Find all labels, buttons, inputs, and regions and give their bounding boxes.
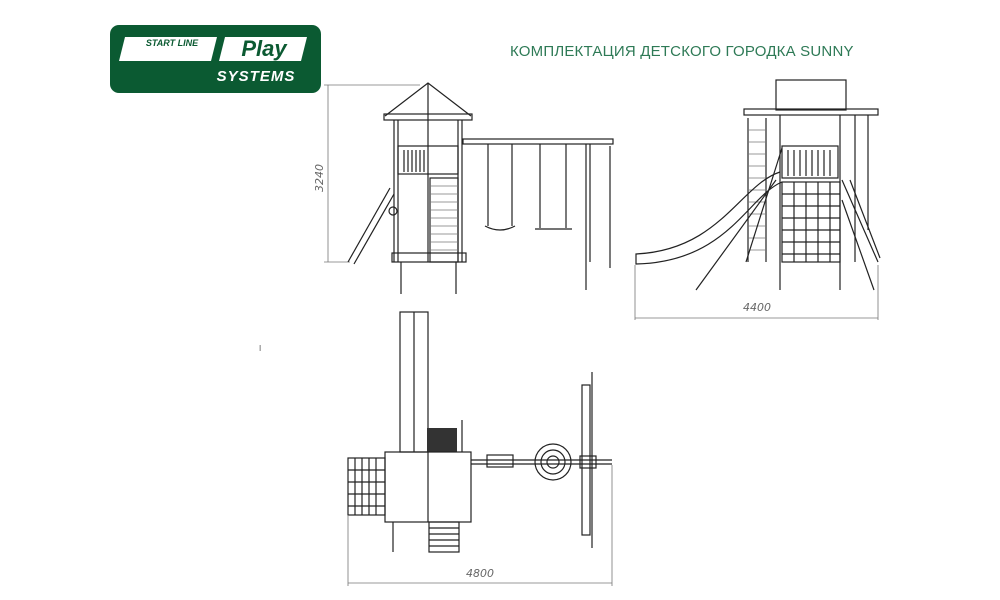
brand-logo: START LINE Play SYSTEMS bbox=[110, 25, 321, 93]
logo-systems: SYSTEMS bbox=[216, 68, 296, 85]
page-title: КОМПЛЕКТАЦИЯ ДЕТСКОГО ГОРОДКА SUNNY bbox=[510, 43, 854, 60]
height-dimension: 3240 bbox=[313, 164, 326, 192]
logo-play: Play bbox=[241, 36, 287, 61]
front-view: 3240 bbox=[313, 82, 614, 294]
plan-width-dimension: 4800 bbox=[466, 567, 494, 580]
side-width-dimension: 4400 bbox=[743, 301, 771, 314]
plan-view: 4800 bbox=[347, 311, 613, 586]
stray-mark: I bbox=[259, 344, 261, 353]
logo-start-line: START LINE bbox=[145, 38, 199, 48]
side-view: 4400 bbox=[634, 79, 881, 320]
